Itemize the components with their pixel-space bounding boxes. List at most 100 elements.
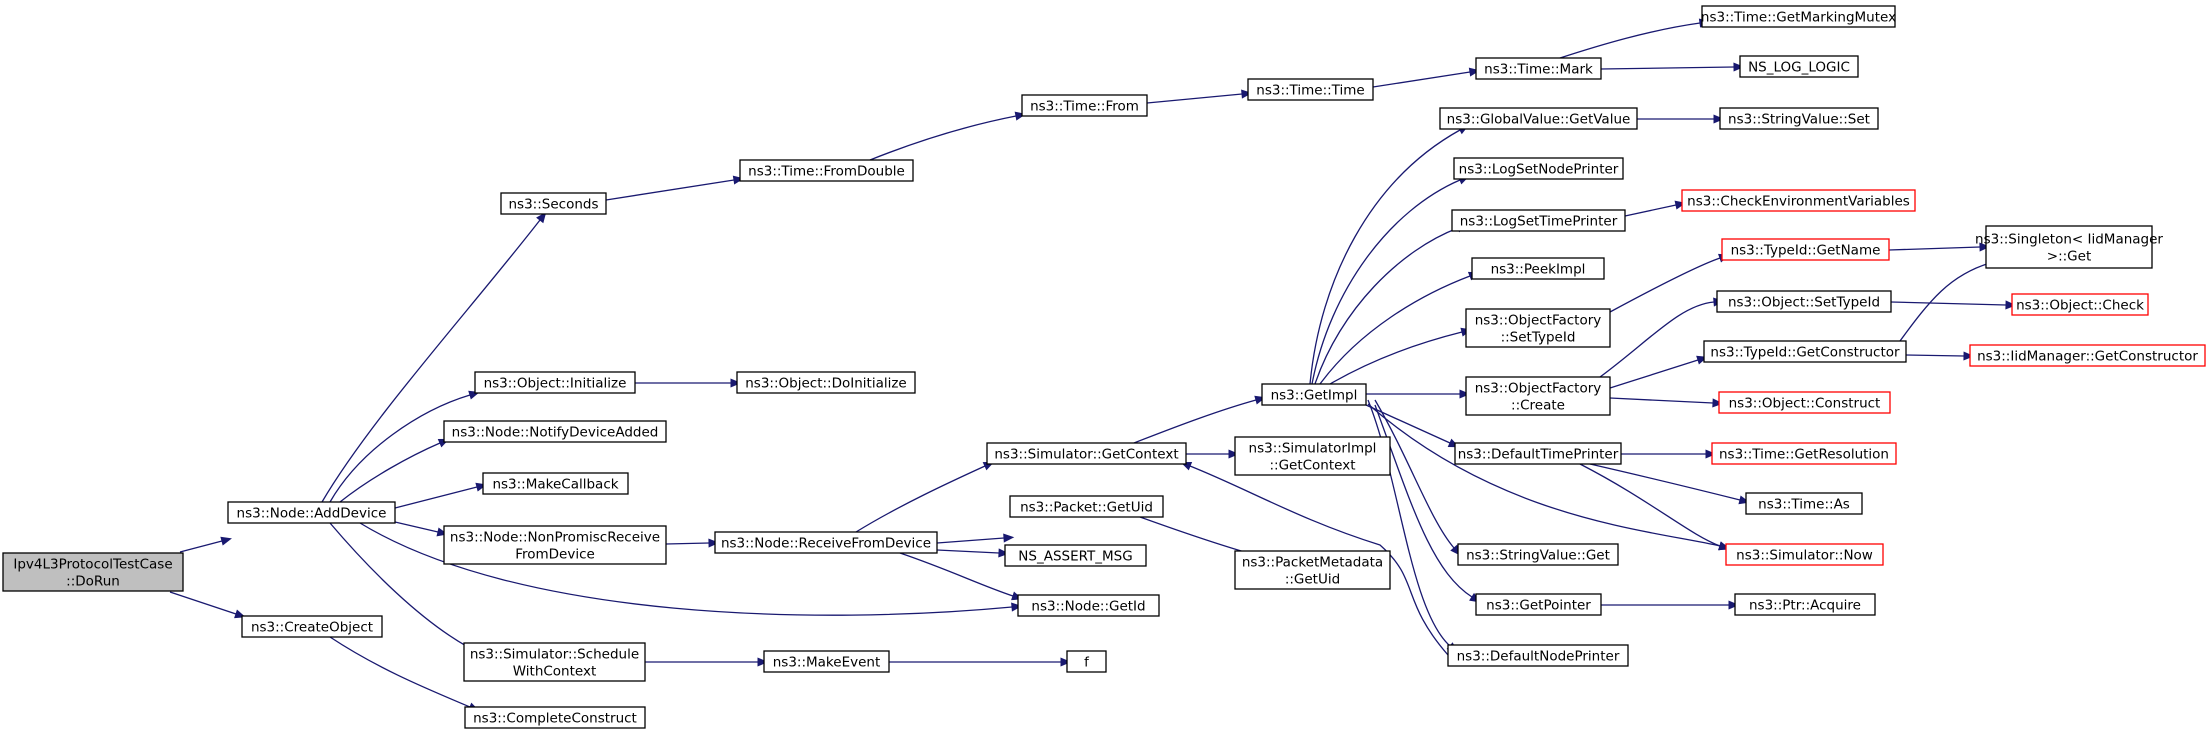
node-ofcreate[interactable]: ns3::ObjectFactory::Create [1465, 376, 1611, 416]
node-packetgetuid[interactable]: ns3::Packet::GetUid [1009, 495, 1164, 518]
node-completeconstruct[interactable]: ns3::CompleteConstruct [464, 706, 646, 729]
node-label: ns3::Object::Initialize [484, 376, 627, 392]
node-nsassert[interactable]: NS_ASSERT_MSG [1004, 544, 1147, 567]
node-label: ns3::Time::FromDouble [748, 164, 905, 180]
node-makecallback[interactable]: ns3::MakeCallback [482, 472, 629, 495]
edge-seconds-to-fromdouble [605, 175, 745, 201]
edge-fromdouble-to-timefrom [869, 111, 1027, 161]
edge-line [169, 591, 237, 615]
node-getcontext[interactable]: ns3::Simulator::GetContext [986, 442, 1187, 465]
node-label: ns3::Object::DoInitialize [745, 376, 907, 392]
node-lognodeprinter[interactable]: ns3::LogSetNodePrinter [1453, 157, 1624, 180]
node-box [463, 642, 646, 682]
node-deftimeprinter[interactable]: ns3::DefaultTimePrinter [1454, 442, 1622, 465]
node-objsettypeid[interactable]: ns3::Object::SetTypeId [1716, 290, 1892, 313]
node-getpointer[interactable]: ns3::GetPointer [1475, 593, 1602, 616]
node-box [1711, 442, 1897, 465]
node-box [443, 420, 667, 443]
node-box [1985, 225, 2153, 269]
node-nodegetid[interactable]: ns3::Node::GetId [1017, 594, 1160, 617]
edge-ofcreate-to-objsettypeid [1599, 297, 1725, 378]
node-defnodeprinter[interactable]: ns3::DefaultNodePrinter [1447, 644, 1629, 667]
node-logtimeprinter[interactable]: ns3::LogSetTimePrinter [1451, 209, 1626, 232]
node-label: ns3::Time::GetResolution [1719, 447, 1889, 463]
edge-getcontext-to-getimpl [1133, 395, 1266, 444]
node-box [1734, 593, 1876, 616]
node-seconds[interactable]: ns3::Seconds [500, 192, 607, 215]
node-tigetname[interactable]: ns3::TypeId::GetName [1721, 238, 1890, 261]
node-label: ns3::GlobalValue::GetValue [1447, 112, 1631, 128]
node-objconstruct[interactable]: ns3::Object::Construct [1718, 391, 1891, 414]
edge-line [394, 486, 478, 509]
node-box [1017, 594, 1160, 617]
edge-line [1314, 227, 1459, 385]
node-singleton[interactable]: ns3::Singleton< IidManager >::Get [1975, 225, 2163, 269]
node-makeevent[interactable]: ns3::MakeEvent [763, 650, 890, 673]
node-label: ns3::StringValue::Get [1466, 548, 1610, 564]
node-label: ns3::IidManager::GetConstructor [1977, 349, 2198, 365]
edge-line [394, 521, 439, 533]
edge-arrowhead [1728, 600, 1740, 610]
edge-adddevice-to-nodegetid [359, 522, 1023, 616]
edge-line [1899, 262, 1991, 342]
node-svget[interactable]: ns3::StringValue::Get [1457, 543, 1619, 566]
node-iidgetctor[interactable]: ns3::IidManager::GetConstructor [1969, 344, 2206, 367]
node-box [1066, 650, 1107, 673]
node-timetime[interactable]: ns3::Time::Time [1247, 78, 1374, 101]
node-simimplctx[interactable]: ns3::SimulatorImpl::GetContext [1234, 436, 1391, 476]
node-label: ns3::LogSetNodePrinter [1459, 162, 1619, 178]
node-peekimpl[interactable]: ns3::PeekImpl [1471, 257, 1605, 280]
edge-timemark-to-markingmutex [1559, 18, 1711, 59]
node-box [443, 525, 667, 565]
node-getimpl[interactable]: ns3::GetImpl [1261, 383, 1367, 406]
edge-adddevice-to-nonpromisc [394, 521, 449, 537]
node-fromdouble[interactable]: ns3::Time::FromDouble [739, 159, 914, 182]
edge-receivefromdev-to-getcontext [855, 461, 995, 533]
node-createobject[interactable]: ns3::CreateObject [241, 615, 383, 638]
node-timemark[interactable]: ns3::Time::Mark [1475, 57, 1602, 80]
node-label: ns3::Packet::GetUid [1020, 500, 1153, 516]
edge-arrowhead [1712, 398, 1724, 408]
edge-line [329, 636, 471, 708]
edge-deftimeprinter-to-timegetres [1621, 449, 1717, 459]
node-doinitialize[interactable]: ns3::Object::DoInitialize [736, 371, 916, 394]
edge-line [1589, 463, 1741, 501]
edge-line [339, 442, 441, 503]
node-adddevice[interactable]: ns3::Node::AddDevice [227, 501, 396, 524]
node-box [1701, 5, 1896, 28]
node-box [1475, 593, 1602, 616]
node-label: WithContext [513, 664, 597, 680]
edge-arrowhead [1459, 389, 1471, 399]
edge-line [1372, 71, 1471, 88]
node-timefrom[interactable]: ns3::Time::From [1021, 94, 1148, 117]
node-gvgetvalue[interactable]: ns3::GlobalValue::GetValue [1439, 107, 1638, 130]
node-label: ns3::DefaultNodePrinter [1457, 649, 1620, 665]
node-box [1004, 544, 1147, 567]
node-box [1719, 107, 1879, 130]
node-initialize[interactable]: ns3::Object::Initialize [474, 371, 636, 394]
node-nslogic[interactable]: NS_LOG_LOGIC [1739, 55, 1859, 78]
node-receivefromdev[interactable]: ns3::Node::ReceiveFromDevice [714, 531, 938, 554]
edge-arrowhead [1228, 449, 1240, 459]
node-tigetctor[interactable]: ns3::TypeId::GetConstructor [1703, 340, 1907, 363]
node-simnow[interactable]: ns3::Simulator::Now [1725, 543, 1884, 566]
node-ofsettypeid[interactable]: ns3::ObjectFactory::SetTypeId [1465, 308, 1611, 348]
node-box [714, 531, 938, 554]
node-checkenv[interactable]: ns3::CheckEnvironmentVariables [1681, 189, 1916, 212]
node-ptracquire[interactable]: ns3::Ptr::Acquire [1734, 593, 1876, 616]
edge-arrowhead [2005, 300, 2017, 310]
node-svset[interactable]: ns3::StringValue::Set [1719, 107, 1879, 130]
edge-getpointer-to-ptracquire [1601, 600, 1740, 610]
node-label: ns3::MakeEvent [773, 655, 881, 671]
node-f[interactable]: f [1066, 650, 1107, 673]
node-timeas[interactable]: ns3::Time::As [1745, 492, 1863, 515]
node-box [1261, 383, 1367, 406]
node-notifydev[interactable]: ns3::Node::NotifyDeviceAdded [443, 420, 667, 443]
node-timegetres[interactable]: ns3::Time::GetResolution [1711, 442, 1897, 465]
node-pmgetuid[interactable]: ns3::PacketMetadata::GetUid [1234, 550, 1391, 590]
node-markingmutex[interactable]: ns3::Time::GetMarkingMutex [1701, 5, 1896, 28]
node-objcheck[interactable]: ns3::Object::Check [2011, 293, 2149, 316]
edge-timetime-to-timemark [1372, 67, 1481, 88]
